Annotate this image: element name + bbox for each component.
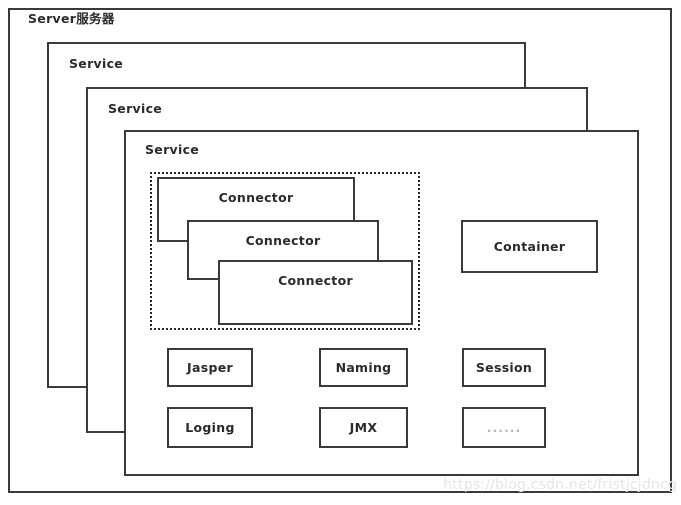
connector-box-3[interactable]: Connector [218,260,413,325]
component-label-loging: Loging [185,420,235,435]
component-box-more[interactable]: ...... [462,407,546,448]
component-box-naming[interactable]: Naming [319,348,408,387]
component-label-jasper: Jasper [187,360,233,375]
watermark: https://blog.csdn.net/fristjcjdncg [443,477,677,493]
component-box-jmx[interactable]: JMX [319,407,408,448]
service-label-3: Service [145,142,200,157]
connector-group-boundary [150,172,420,330]
component-label-jmx: JMX [349,420,378,435]
service-label-1: Service [69,56,124,71]
component-box-loging[interactable]: Loging [167,407,253,448]
service-label-2: Service [108,101,163,116]
component-box-jasper[interactable]: Jasper [167,348,253,387]
server-title: Server服务器 [28,11,115,26]
component-box-session[interactable]: Session [462,348,546,387]
component-label-naming: Naming [335,360,392,375]
connector-label-1: Connector [218,190,294,205]
connector-label-2: Connector [245,233,321,248]
container-label: Container [493,239,566,254]
connector-label-3: Connector [278,273,353,288]
container-box[interactable]: Container [461,220,598,273]
component-label-more: ...... [486,420,522,435]
component-label-session: Session [475,360,533,375]
